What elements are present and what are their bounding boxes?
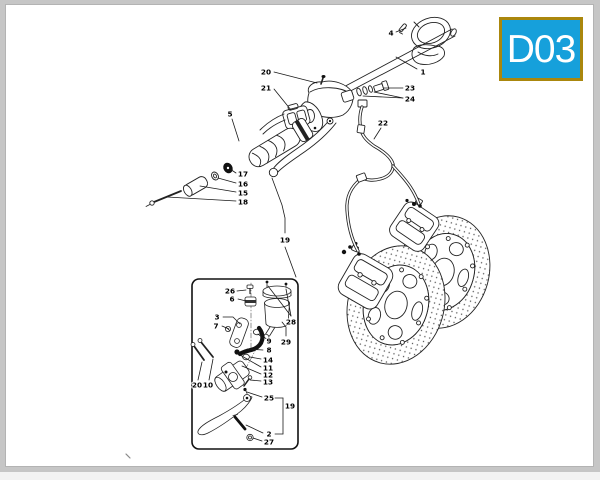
part-label-inset-11: 11 xyxy=(263,364,273,373)
leader-line-inset-28 xyxy=(285,288,292,317)
brake-caliper-right xyxy=(389,197,440,252)
part-label-main-15: 15 xyxy=(238,189,248,198)
leader-line-main-24 xyxy=(362,95,404,99)
part-label-inset-10: 10 xyxy=(203,381,213,390)
inset-diaphragm xyxy=(244,296,257,307)
part-label-inset-9: 9 xyxy=(266,337,271,346)
inset-box xyxy=(191,278,299,450)
leader-line-inset-20 xyxy=(197,361,203,381)
spacer-parts xyxy=(182,162,233,197)
part-label-main-19: 19 xyxy=(280,236,290,245)
leader-line-inset-28 xyxy=(267,285,292,317)
part-label-inset-19: 19 xyxy=(285,402,295,411)
leader-line-inset-29 xyxy=(281,321,287,337)
part-label-inset-25: 25 xyxy=(264,394,274,403)
inset-lever xyxy=(197,394,253,436)
inset-master-cylinder xyxy=(214,360,250,392)
leader-line-inset-27 xyxy=(252,437,263,442)
leader-line-inset-10 xyxy=(208,358,214,381)
part-label-main-16: 16 xyxy=(238,180,248,189)
part-label-main-20: 20 xyxy=(261,68,271,77)
part-label-main-18: 18 xyxy=(238,198,248,207)
part-label-inset-29: 29 xyxy=(281,338,291,347)
leader-line-inset-25 xyxy=(246,391,263,398)
leader-line-inset-13 xyxy=(249,379,262,382)
grip-part xyxy=(248,118,314,168)
inset-content xyxy=(190,280,292,442)
part-label-inset-28: 28 xyxy=(286,318,296,327)
leader-line-inset-6 xyxy=(237,298,247,302)
inset-hose xyxy=(237,325,265,357)
page-background xyxy=(5,4,594,467)
cable-rod xyxy=(145,190,182,207)
part-label-inset-12: 12 xyxy=(263,371,273,380)
part-label-main-17: 17 xyxy=(238,170,248,179)
leader-line-inset-8 xyxy=(246,348,264,351)
part-label-main-21: 21 xyxy=(261,84,271,93)
inset-cap-screw xyxy=(246,284,254,295)
leader-line-main-1 xyxy=(395,56,418,70)
leader-line-inset-14 xyxy=(249,356,262,360)
leader-line-main-24 xyxy=(373,91,404,99)
handlebar-tube xyxy=(337,28,457,97)
reservoir-screw xyxy=(320,75,326,85)
part-label-main-4: 4 xyxy=(388,29,393,38)
part-label-inset-14: 14 xyxy=(263,356,273,365)
inset-bracket xyxy=(224,317,249,348)
part-label-inset-7: 7 xyxy=(213,322,218,331)
clamp-ring xyxy=(411,16,451,65)
part-label-inset-6: 6 xyxy=(229,295,234,304)
part-label-main-24: 24 xyxy=(405,95,415,104)
part-label-main-23: 23 xyxy=(405,84,415,93)
leader-line-inset-7 xyxy=(221,325,230,330)
mount-screw xyxy=(398,23,407,35)
part-label-inset-8: 8 xyxy=(266,346,271,355)
leader-line-main-22 xyxy=(373,127,382,140)
leader-line-main-4 xyxy=(395,27,407,33)
part-label-main-5: 5 xyxy=(227,110,232,119)
brake-lever xyxy=(268,117,337,178)
brake-hose xyxy=(345,99,422,256)
part-label-inset-2: 2 xyxy=(266,430,271,439)
stray-mark xyxy=(125,453,131,459)
leader-line-inset-11 xyxy=(239,354,262,368)
part-label-inset-3: 3 xyxy=(214,313,219,322)
part-label-inset-13: 13 xyxy=(263,378,273,387)
diagram-code: D03 xyxy=(506,27,577,71)
leader-line-inset-3 xyxy=(222,316,241,325)
leader-line-inset-9 xyxy=(257,333,265,340)
leader-line-inset-26 xyxy=(236,289,247,292)
leader-line-main-17 xyxy=(229,168,237,174)
leader-line-inset-12 xyxy=(241,365,262,375)
part-label-inset-26: 26 xyxy=(225,287,235,296)
leader-line-main-5 xyxy=(231,118,240,142)
part-label-inset-20: 20 xyxy=(192,381,202,390)
part-label-main-22: 22 xyxy=(378,119,388,128)
leader-line-main-18 xyxy=(166,196,237,202)
leader-line-main-16 xyxy=(217,177,237,184)
part-label-main-1: 1 xyxy=(420,68,425,77)
diagram-code-badge: D03 xyxy=(499,17,583,81)
leader-line-main-15 xyxy=(199,185,237,193)
inset-bolts xyxy=(190,338,214,361)
leader-line-main-21 xyxy=(273,88,292,111)
leader-line-main-19 xyxy=(284,246,297,278)
leader-line-main-20 xyxy=(273,71,318,84)
part-label-inset-27: 27 xyxy=(264,438,274,447)
page-bottom-strip xyxy=(0,472,600,480)
leader-line-inset-2 xyxy=(245,424,264,434)
leader-line-main-19 xyxy=(271,177,286,234)
